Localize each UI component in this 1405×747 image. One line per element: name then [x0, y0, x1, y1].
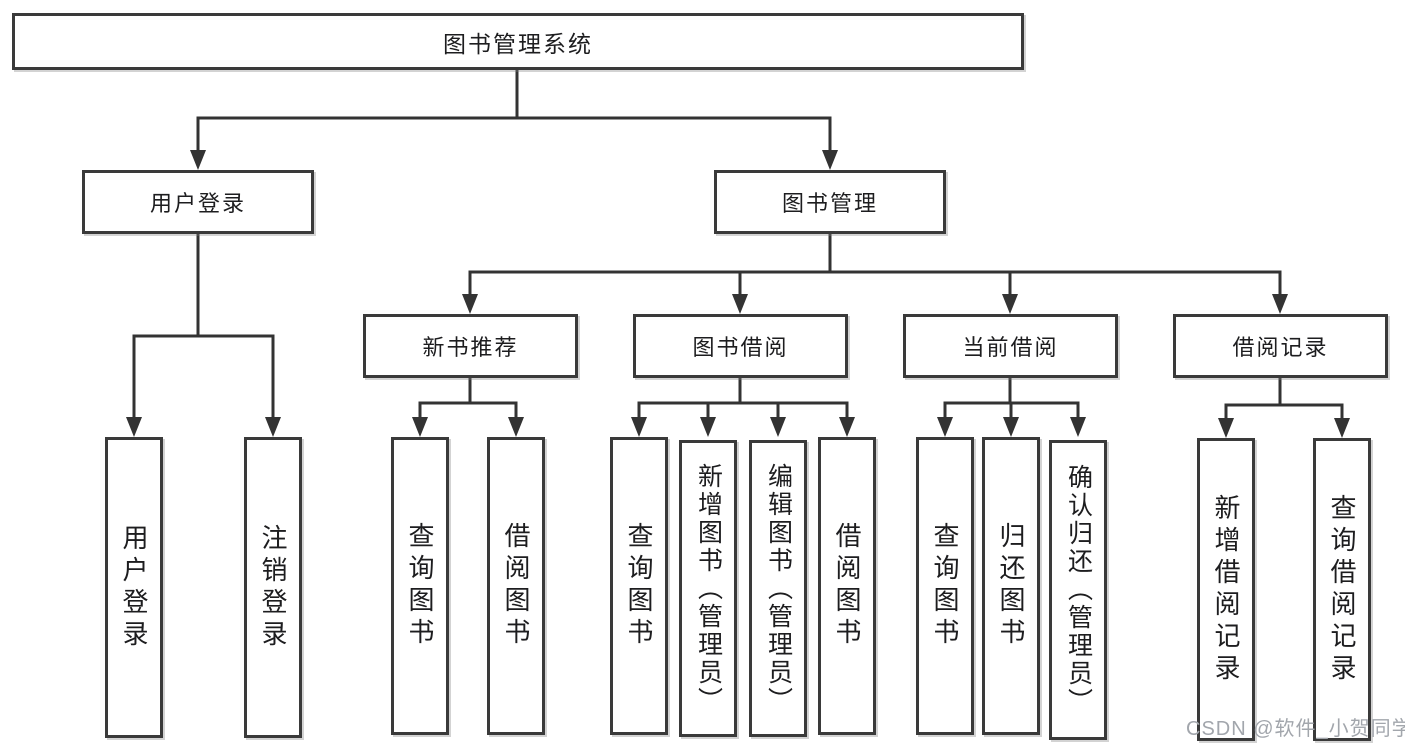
node-current-borrow: 当前借阅 [903, 314, 1118, 378]
arrow-down-icon [126, 417, 142, 437]
node-book-management: 图书管理 [714, 170, 946, 234]
arrow-down-icon [1070, 417, 1086, 437]
leaf-edit-book-admin: 编辑图书（管理员） [749, 440, 807, 737]
arrow-down-icon [462, 294, 478, 314]
node-user-login: 用户登录 [82, 170, 314, 234]
arrow-down-icon [631, 417, 647, 437]
arrow-down-icon [265, 417, 281, 437]
node-book-borrow: 图书借阅 [633, 314, 848, 378]
node-new-book-recommend: 新书推荐 [363, 314, 578, 378]
leaf-user-login: 用户登录 [105, 437, 163, 738]
leaf-query-books-recommend: 查询图书 [391, 437, 449, 735]
arrow-down-icon [700, 417, 716, 437]
leaf-confirm-return-admin: 确认归还（管理员） [1049, 440, 1107, 740]
leaf-return-books: 归还图书 [982, 437, 1040, 735]
leaf-borrow-books: 借阅图书 [818, 437, 876, 735]
leaf-logout: 注销登录 [244, 437, 302, 738]
node-borrow-records: 借阅记录 [1173, 314, 1388, 378]
arrow-down-icon [190, 150, 206, 170]
node-root: 图书管理系统 [12, 13, 1024, 70]
leaf-add-book-admin: 新增图书（管理员） [679, 440, 737, 737]
leaf-query-borrow-record: 查询借阅记录 [1313, 438, 1371, 741]
arrow-down-icon [1003, 417, 1019, 437]
arrow-down-icon [937, 417, 953, 437]
leaf-borrow-books-recommend: 借阅图书 [487, 437, 545, 735]
arrow-down-icon [770, 417, 786, 437]
leaf-query-books-current: 查询图书 [916, 437, 974, 735]
arrow-down-icon [412, 417, 428, 437]
arrow-down-icon [822, 150, 838, 170]
arrow-down-icon [508, 417, 524, 437]
arrow-down-icon [1334, 418, 1350, 438]
watermark: CSDN @软件_小贺同学 [1186, 718, 1405, 740]
arrow-down-icon [1218, 418, 1234, 438]
leaf-query-books-borrow: 查询图书 [610, 437, 668, 735]
arrow-down-icon [1272, 294, 1288, 314]
arrow-down-icon [1002, 294, 1018, 314]
arrow-down-icon [732, 294, 748, 314]
leaf-add-borrow-record: 新增借阅记录 [1197, 438, 1255, 741]
arrow-down-icon [839, 417, 855, 437]
